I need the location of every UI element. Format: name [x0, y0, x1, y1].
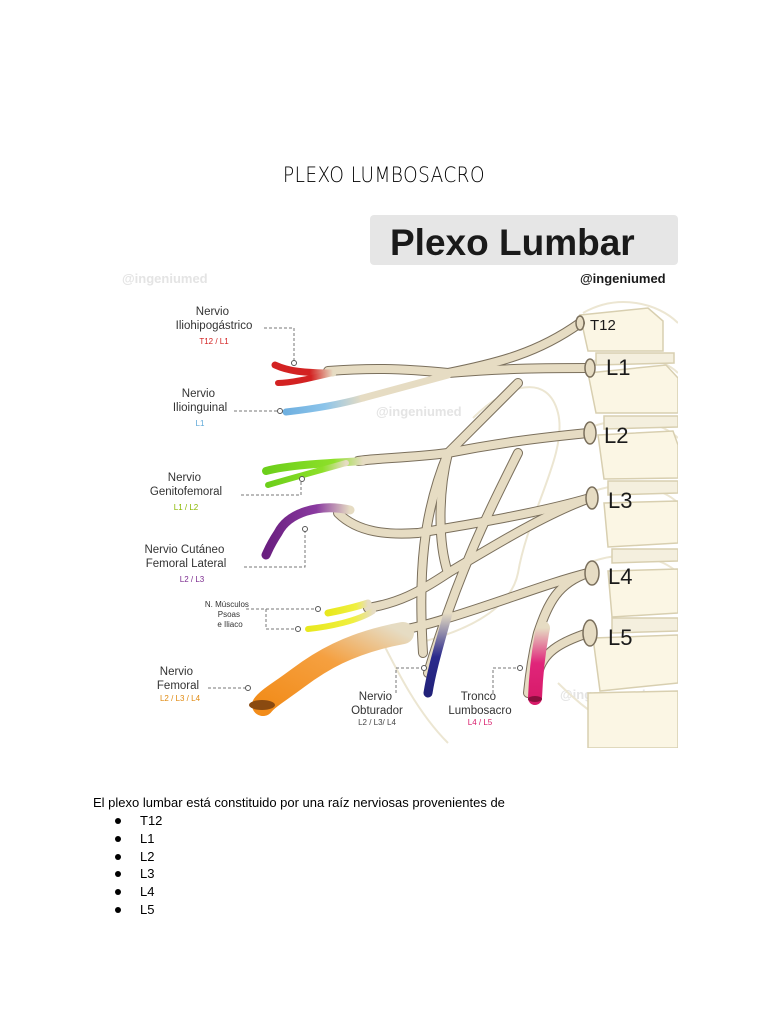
label-line: Lumbosacro: [448, 705, 511, 717]
label-psoas-iliacus: N. Músculos Psoas e Iliaco: [205, 600, 251, 629]
document-title: PLEXO LUMBOSACRO: [283, 163, 485, 187]
label-line: Tronco: [461, 691, 496, 703]
vertebra-label-l2: L2: [604, 423, 628, 448]
nerve-iliohypogastric: [271, 361, 337, 386]
nerve-psoas-iliacus: [305, 599, 376, 632]
nerve-obturator: [423, 608, 453, 698]
label-line: Nervio: [182, 388, 215, 400]
label-lateral-femoral-cutaneous: Nervio Cutáneo Femoral Lateral: [144, 544, 227, 570]
nerve-ilioinguinal: [282, 394, 367, 416]
label-line: Nervio: [359, 691, 392, 703]
label-obturator: Nervio Obturador: [351, 691, 403, 717]
nerve-femoral: [252, 622, 414, 716]
vertebra-label-t12: T12: [590, 317, 616, 334]
figure-heading-banner: [370, 215, 678, 265]
list-item: L3: [115, 865, 162, 883]
list-item: L2: [115, 848, 162, 866]
watermark: @ingeniumed: [122, 271, 208, 286]
plexus-figure: Plexo Lumbar @ingeniumed @ingeniumed @in…: [118, 213, 678, 748]
list-item-text: L5: [140, 901, 155, 917]
nerve-trunks: [323, 318, 595, 698]
list-item-text: L3: [140, 866, 155, 882]
intro-paragraph: El plexo lumbar está constituido por una…: [93, 795, 505, 810]
leader-lines: [208, 327, 518, 693]
list-item-text: L4: [140, 884, 155, 900]
list-item: T12: [115, 812, 162, 830]
roots-lumbosacral-trunk: L4 / L5: [468, 718, 493, 727]
label-line: Obturador: [351, 705, 403, 717]
label-line: Ilioinguinal: [173, 402, 227, 414]
label-line: Femoral Lateral: [146, 558, 227, 570]
label-line: Nervio Cutáneo: [144, 544, 224, 556]
label-line: Nervio: [168, 472, 201, 484]
label-lumbosacral-trunk: Tronco Lumbosacro: [448, 691, 511, 717]
roots-ilioinguinal: L1: [196, 419, 205, 428]
watermark: @ingeniumed: [376, 404, 462, 419]
label-line: Psoas: [218, 610, 240, 619]
roots-obturator: L2 / L3/ L4: [358, 718, 396, 727]
list-item-text: L1: [140, 830, 155, 846]
list-item: L5: [115, 901, 162, 919]
vertebral-column: [579, 307, 678, 748]
roots-lateral-femoral-cutaneous: L2 / L3: [180, 575, 205, 584]
roots-femoral: L2 / L3 / L4: [160, 694, 201, 703]
label-genitofemoral: Nervio Genitofemoral: [150, 472, 222, 498]
lumbosacral-trunk-end: [528, 696, 542, 702]
label-line: Femoral: [157, 680, 199, 692]
vertebra-label-l5: L5: [608, 625, 632, 650]
leader-endpoints: [245, 360, 523, 691]
bullet-icon: [115, 906, 121, 913]
root-stubs: [575, 315, 600, 647]
label-femoral: Nervio Femoral: [157, 666, 199, 692]
nerve-genitofemoral: [262, 457, 367, 488]
list-item: L1: [115, 830, 162, 848]
nerve-femoral-end: [249, 700, 275, 710]
label-line: N. Músculos: [205, 600, 249, 609]
bullet-icon: [115, 818, 121, 824]
label-line: Nervio: [160, 666, 193, 678]
label-line: e Iliaco: [217, 620, 243, 629]
vertebra-label-l1: L1: [606, 355, 630, 380]
root-list: T12 L1 L2 L3 L4 L5: [115, 812, 162, 919]
roots-iliohypogastric: T12 / L1: [199, 337, 229, 346]
bullet-icon: [115, 889, 121, 896]
vertebra-label-l3: L3: [608, 488, 632, 513]
label-iliohypogastric: Nervio Iliohipogástrico: [176, 306, 253, 332]
figure-handle: @ingeniumed: [580, 271, 666, 286]
label-line: Nervio: [196, 306, 229, 318]
label-line: Iliohipogástrico: [176, 320, 253, 332]
list-item: L4: [115, 883, 162, 901]
roots-genitofemoral: L1 / L2: [174, 503, 199, 512]
bullet-icon: [115, 835, 121, 842]
list-item-text: L2: [140, 848, 155, 864]
nerve-ilioinguinal-base: [359, 371, 452, 402]
label-ilioinguinal: Nervio Ilioinguinal: [173, 388, 227, 414]
list-item-text: T12: [140, 813, 163, 828]
vertebra-label-l4: L4: [608, 564, 632, 589]
nerve-lateral-femoral-cutaneous: [261, 503, 355, 560]
lumbosacral-trunk: [528, 621, 550, 705]
bullet-icon: [115, 853, 121, 860]
label-line: Genitofemoral: [150, 486, 222, 498]
figure-heading: Plexo Lumbar: [390, 222, 635, 263]
bullet-icon: [115, 871, 121, 878]
